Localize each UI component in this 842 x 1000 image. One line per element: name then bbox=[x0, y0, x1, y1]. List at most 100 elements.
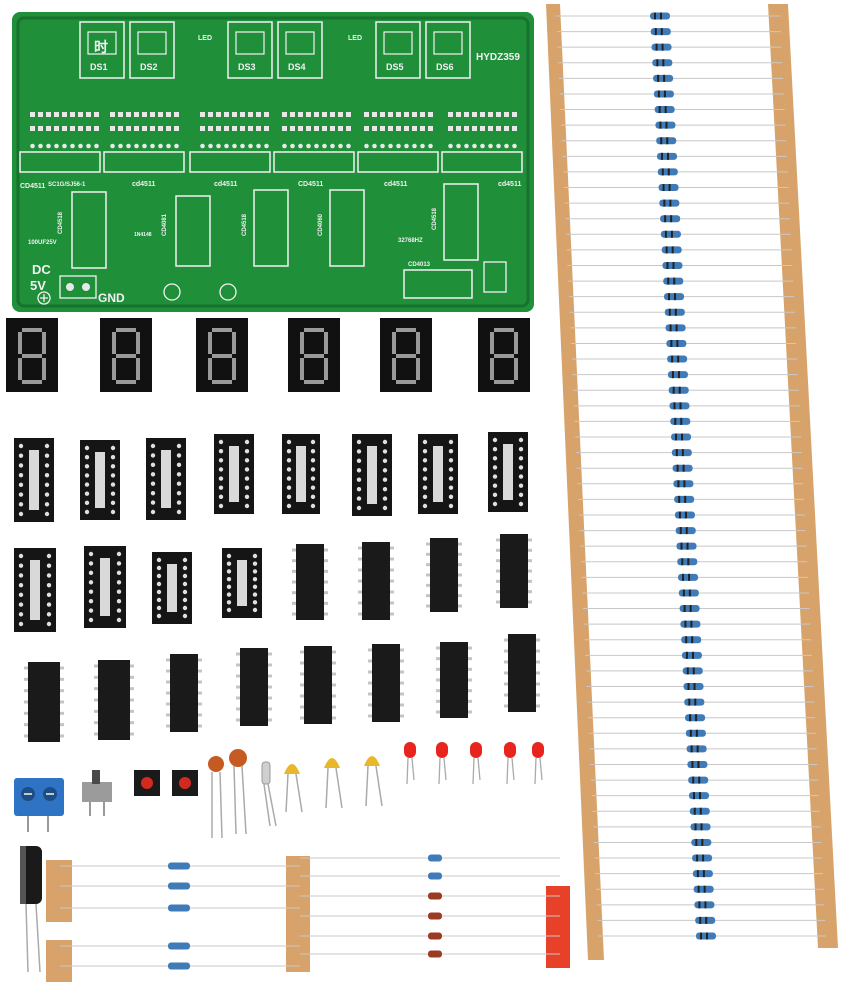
strip-resistor bbox=[565, 230, 791, 238]
pcb-pad bbox=[126, 126, 131, 131]
pcb-diode-label: 1N4148 bbox=[134, 232, 152, 238]
pcb-board-id: HYDZ359 bbox=[476, 52, 520, 63]
segment bbox=[494, 380, 514, 384]
segment bbox=[396, 380, 416, 384]
pcb-pad bbox=[94, 112, 99, 117]
red-leds bbox=[404, 742, 544, 785]
pcb-pad bbox=[480, 126, 485, 131]
strip-resistor bbox=[584, 636, 812, 644]
ic-chip bbox=[236, 648, 272, 726]
strip-resistor bbox=[580, 542, 807, 550]
pcb-via bbox=[480, 143, 485, 149]
pcb-via bbox=[142, 143, 147, 149]
bag-diode bbox=[300, 892, 560, 900]
ic-socket bbox=[84, 546, 126, 628]
pcb-pad bbox=[232, 112, 237, 117]
push-button-2 bbox=[172, 770, 198, 796]
strip-resistor bbox=[585, 667, 813, 675]
pcb-pad bbox=[420, 112, 425, 117]
pcb-pad bbox=[290, 112, 295, 117]
pcb-via bbox=[298, 143, 303, 149]
strip-resistor bbox=[570, 324, 796, 332]
strip-resistor bbox=[583, 605, 810, 613]
pcb-pad bbox=[94, 126, 99, 131]
bag-resistor bbox=[60, 862, 300, 870]
strip-resistor bbox=[563, 168, 788, 176]
pcb-via bbox=[364, 143, 369, 149]
strip-resistor bbox=[563, 184, 789, 192]
segment bbox=[42, 358, 46, 380]
pcb-pad bbox=[380, 112, 385, 117]
pcb-pad bbox=[208, 126, 213, 131]
pcb-pad bbox=[264, 112, 269, 117]
pcb-board: DS1 DS2 DS3 DS4 DS5 bbox=[12, 12, 534, 312]
pcb-chip-label-5: CD4518 bbox=[432, 207, 438, 230]
pcb-crystal-label: 32768HZ bbox=[398, 238, 423, 244]
pcb-pad bbox=[62, 126, 67, 131]
bag-diode bbox=[300, 872, 560, 880]
seven-segment-display bbox=[100, 318, 152, 392]
strip-resistor bbox=[589, 745, 817, 753]
pcb-pad bbox=[372, 112, 377, 117]
segment bbox=[392, 332, 396, 354]
strip-resistor bbox=[587, 698, 815, 706]
pcb-pad bbox=[396, 126, 401, 131]
strip-resistor bbox=[586, 683, 814, 691]
bag-resistor bbox=[60, 904, 300, 912]
segment bbox=[304, 380, 324, 384]
red-led bbox=[532, 742, 544, 785]
bag-resistor bbox=[60, 962, 300, 970]
strip-resistor bbox=[581, 573, 809, 581]
pcb-pad bbox=[126, 112, 131, 117]
segment bbox=[18, 332, 22, 354]
pcb-pad bbox=[174, 112, 179, 117]
ic-sockets bbox=[14, 432, 528, 632]
ic-chips bbox=[24, 534, 540, 742]
strip-resistor bbox=[572, 371, 798, 379]
strip-resistor bbox=[588, 714, 816, 722]
segment bbox=[136, 358, 140, 380]
segment bbox=[300, 358, 304, 380]
strip-resistor bbox=[578, 495, 805, 503]
strip-resistor bbox=[579, 527, 806, 535]
ceramic-capacitors bbox=[284, 756, 383, 813]
pcb-pad bbox=[488, 126, 493, 131]
strip-resistor bbox=[594, 854, 823, 862]
pcb-pad bbox=[30, 112, 35, 117]
strip-resistor bbox=[561, 137, 787, 145]
strip-resistor bbox=[558, 59, 783, 67]
strip-resistor bbox=[591, 792, 819, 800]
pcb-via bbox=[240, 143, 245, 149]
pcb-ds3-label: DS3 bbox=[238, 62, 256, 72]
pcb-chip-label-4: CD4060 bbox=[318, 213, 324, 236]
small-resistor-tapes bbox=[46, 856, 570, 982]
strip-resistor bbox=[576, 464, 803, 472]
pcb-pad bbox=[306, 112, 311, 117]
pcb-via bbox=[224, 143, 229, 149]
pcb-pad bbox=[134, 126, 139, 131]
bag-resistor bbox=[60, 882, 300, 890]
segment bbox=[494, 328, 514, 332]
ic-socket bbox=[488, 432, 528, 512]
strip-resistor bbox=[568, 293, 795, 301]
electrolytic-capacitor bbox=[20, 846, 42, 973]
segment bbox=[212, 354, 232, 358]
segment bbox=[116, 328, 136, 332]
ic-chip bbox=[496, 534, 532, 608]
segment bbox=[300, 332, 304, 354]
pcb-pad bbox=[200, 126, 205, 131]
ic-socket bbox=[418, 434, 458, 514]
strip-resistor bbox=[596, 901, 825, 909]
pcb-via bbox=[118, 143, 123, 149]
segment bbox=[324, 332, 328, 354]
red-led bbox=[436, 742, 448, 785]
ic-chip bbox=[24, 662, 64, 742]
pcb-pad bbox=[346, 112, 351, 117]
strip-resistor bbox=[574, 417, 801, 425]
pcb-via bbox=[78, 143, 83, 149]
pcb-pad bbox=[456, 112, 461, 117]
pcb-pad bbox=[166, 126, 171, 131]
pcb-pad bbox=[142, 112, 147, 117]
pcb-pad bbox=[396, 112, 401, 117]
strip-resistor bbox=[567, 261, 793, 269]
